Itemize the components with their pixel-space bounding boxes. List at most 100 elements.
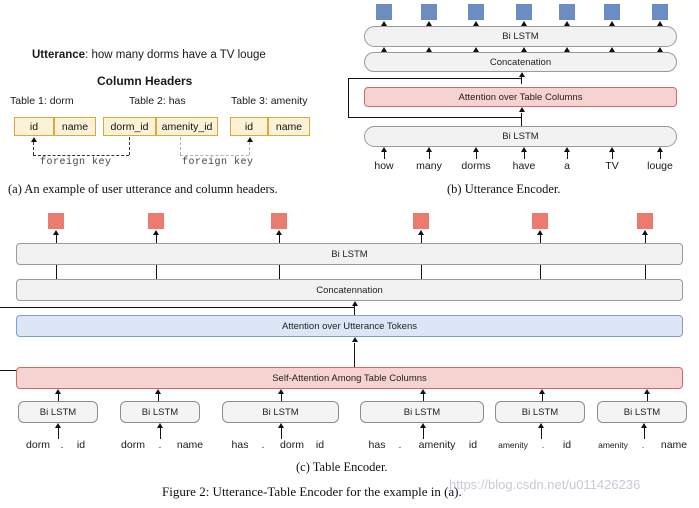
b-tok-line-2	[475, 152, 477, 159]
c-tokgrp-line-1	[159, 428, 161, 439]
c-lstm-arrow-0	[55, 389, 61, 394]
utterance-output-1	[421, 4, 437, 20]
table-output-3	[413, 213, 429, 229]
c-lstm-arrow-3	[420, 389, 426, 394]
c-out-line-0	[55, 235, 57, 244]
b-mid-arrow-1	[426, 47, 432, 52]
utterance-output-3	[516, 4, 532, 20]
c-bilstm-cell-3: Bi LSTM	[360, 401, 484, 423]
c-col-5-token-1: .	[641, 440, 645, 450]
c-col-0-token-2: id	[76, 439, 86, 451]
c-self-to-attn-arrow	[351, 337, 358, 342]
utterance-output-4	[559, 4, 575, 20]
c-lstm-arrow-4	[539, 389, 545, 394]
c-lstm-line-1	[157, 394, 159, 402]
b-out-arrow-1	[426, 21, 432, 26]
fk2-line-right	[249, 142, 250, 155]
fk2-line-bottom	[180, 155, 249, 156]
b-tok-arrow-1	[426, 147, 432, 152]
c-out-arrow-0	[53, 230, 59, 235]
c-out-arrow-1	[153, 230, 159, 235]
c-col-3-token-1: .	[398, 439, 402, 451]
fk1-line-right	[129, 137, 130, 155]
b-token-have: have	[512, 160, 536, 172]
c-bilstm-cell-0: Bi LSTM	[18, 401, 98, 423]
c-out-arrow-4	[537, 230, 543, 235]
b-mid-arrow-5	[609, 47, 615, 52]
b-attn-to-concat-line	[521, 77, 522, 84]
c-col-4-token-0: amenity	[498, 440, 528, 450]
c-top-bilstm-bar: Bi LSTM	[16, 243, 683, 265]
b-mid-arrow-4	[564, 47, 570, 52]
c-out-line-2	[278, 235, 280, 244]
b-mid-arrow-3	[521, 47, 527, 52]
c-self-attention-bar: Self-Attention Among Table Columns	[16, 367, 683, 389]
panel-b-caption: (b) Utterance Encoder.	[447, 182, 561, 196]
panel-a-example: Utterance: how many dorms have a TV loug…	[0, 0, 345, 200]
c-bilstm-cell-1: Bi LSTM	[120, 401, 200, 423]
b-bottom-to-attn-arrow	[518, 107, 525, 112]
b-mid-arrow-0	[381, 47, 387, 52]
c-attn-to-concat-line	[354, 306, 355, 315]
c-out-line-1	[155, 235, 157, 244]
table-3-column-id: id	[230, 117, 268, 136]
b-tok-arrow-0	[381, 147, 387, 152]
c-col-3-token-0: has	[368, 439, 386, 451]
utterance-output-0	[376, 4, 392, 20]
c-tokgrp-arrow-4	[538, 423, 544, 428]
utterance-output-6	[652, 4, 668, 20]
b-concatenation-bar: Concatenation	[364, 52, 677, 72]
b-tok-arrow-3	[521, 147, 527, 152]
c-mid-line-0	[55, 265, 57, 280]
c-col-1-token-0: dorm	[121, 439, 145, 451]
table-1-label: Table 1: dorm	[10, 95, 74, 107]
c-out-line-3	[420, 235, 422, 244]
c-lstm-arrow-5	[644, 389, 650, 394]
b-attn-to-concat-arrow	[518, 72, 525, 77]
c-mid-line-4	[539, 265, 541, 280]
b-tok-arrow-4	[564, 147, 570, 152]
fk1-line-left	[33, 142, 34, 155]
table-output-0	[48, 213, 64, 229]
b-top-bilstm-bar: Bi LSTM	[364, 26, 677, 47]
utterance-text: how many dorms have a TV louge	[91, 49, 266, 61]
c-out-arrow-5	[642, 230, 648, 235]
panel-a-caption: (a) An example of user utterance and col…	[8, 182, 278, 196]
table-2-column-dorm-id: dorm_id	[103, 117, 156, 136]
b-token-a: a	[564, 160, 570, 172]
fk1-arrowhead-icon	[30, 137, 37, 142]
b-tok-line-4	[566, 152, 568, 159]
c-col-2-token-2: dorm	[280, 439, 304, 451]
b-out-arrow-0	[381, 21, 387, 26]
fk1-line-bottom	[33, 155, 129, 156]
c-tokgrp-arrow-2	[278, 423, 284, 428]
panel-b-utterance-encoder: Bi LSTM Concatenation Attention over Tab…	[348, 0, 699, 200]
fk1-label: foreign key	[40, 157, 112, 168]
c-out-arrow-3	[418, 230, 424, 235]
b-out-arrow-6	[657, 21, 663, 26]
table-output-5	[637, 213, 653, 229]
c-tokgrp-arrow-0	[55, 423, 61, 428]
c-attention-over-utterance-tokens-bar: Attention over Utterance Tokens	[16, 315, 683, 337]
c-lstm-arrow-1	[155, 389, 161, 394]
c-lstm-line-2	[280, 394, 282, 402]
c-lstm-line-0	[57, 394, 59, 402]
c-col-4-token-1: .	[541, 440, 545, 450]
b-mid-arrow-2	[473, 47, 479, 52]
b-tok-arrow-2	[473, 147, 479, 152]
c-tokgrp-line-2	[280, 428, 282, 439]
c-tokgrp-arrow-3	[420, 423, 426, 428]
table-output-2	[271, 213, 287, 229]
c-lstm-line-3	[422, 394, 424, 402]
c-mid-line-3	[420, 265, 422, 280]
table-3-column-name: name	[268, 117, 310, 136]
panel-c-table-encoder: Bi LSTM Concatennation Attention over Ut…	[0, 205, 699, 505]
c-lstm-line-4	[541, 394, 543, 402]
table-output-4	[532, 213, 548, 229]
c-col-0-token-1: .	[60, 439, 64, 451]
panel-c-caption: (c) Table Encoder.	[296, 460, 388, 474]
table-1-column-id: id	[14, 117, 54, 136]
utterance-output-2	[468, 4, 484, 20]
fk2-line-left	[180, 137, 181, 155]
c-tokgrp-arrow-1	[157, 423, 163, 428]
